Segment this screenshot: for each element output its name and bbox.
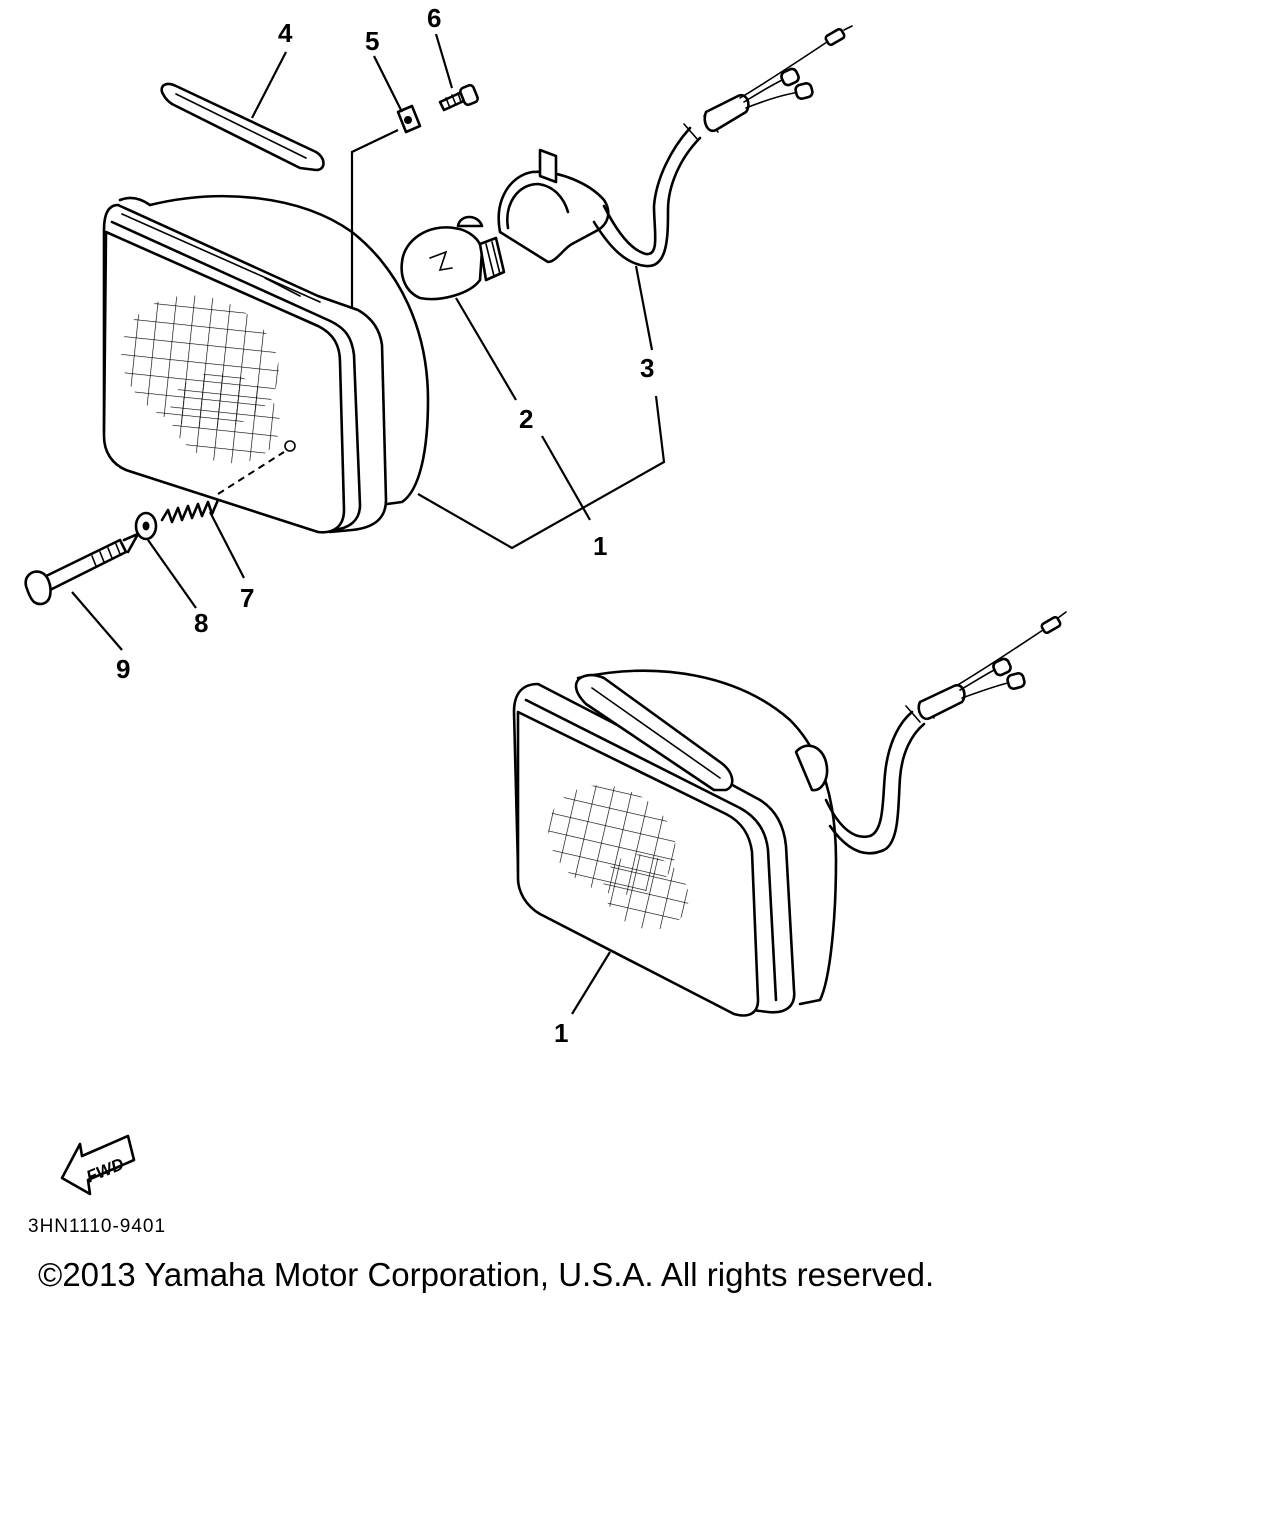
socket-cable-part-3 [497, 25, 853, 268]
headlight-assembly-upper [102, 194, 430, 534]
adjuster-alignment-line [217, 451, 285, 495]
screw-part-6 [438, 83, 479, 112]
callout-9: 9 [116, 654, 130, 684]
callout-8: 8 [194, 608, 208, 638]
spring-part-7 [160, 498, 220, 524]
washer-part-8 [134, 511, 158, 541]
callout-labels: 4 5 6 3 2 1 7 8 9 1 [116, 3, 654, 1048]
lens-grid-pattern-lower [548, 785, 689, 930]
callout-4: 4 [278, 18, 293, 48]
callout-1: 1 [593, 531, 607, 561]
callout-3: 3 [640, 353, 654, 383]
callout-7: 7 [240, 583, 254, 613]
fwd-direction-arrow: FWD [60, 1134, 136, 1196]
callout-5: 5 [365, 26, 379, 56]
callout-6: 6 [427, 3, 441, 33]
bolt-part-9 [24, 532, 140, 606]
callout-2: 2 [519, 404, 533, 434]
clip-nut-part-5 [396, 104, 422, 134]
copyright-notice: ©2013 Yamaha Motor Corporation, U.S.A. A… [38, 1256, 935, 1293]
lens-grid-pattern [121, 295, 280, 464]
callout-1-lower: 1 [554, 1018, 568, 1048]
diagram-code: 3HN1110-9401 [28, 1216, 167, 1237]
bulb-part-2 [400, 215, 506, 301]
leader-lines [71, 33, 666, 651]
trim-strip-part-4 [160, 82, 325, 172]
headlight-assembly-lower [512, 611, 1067, 1017]
